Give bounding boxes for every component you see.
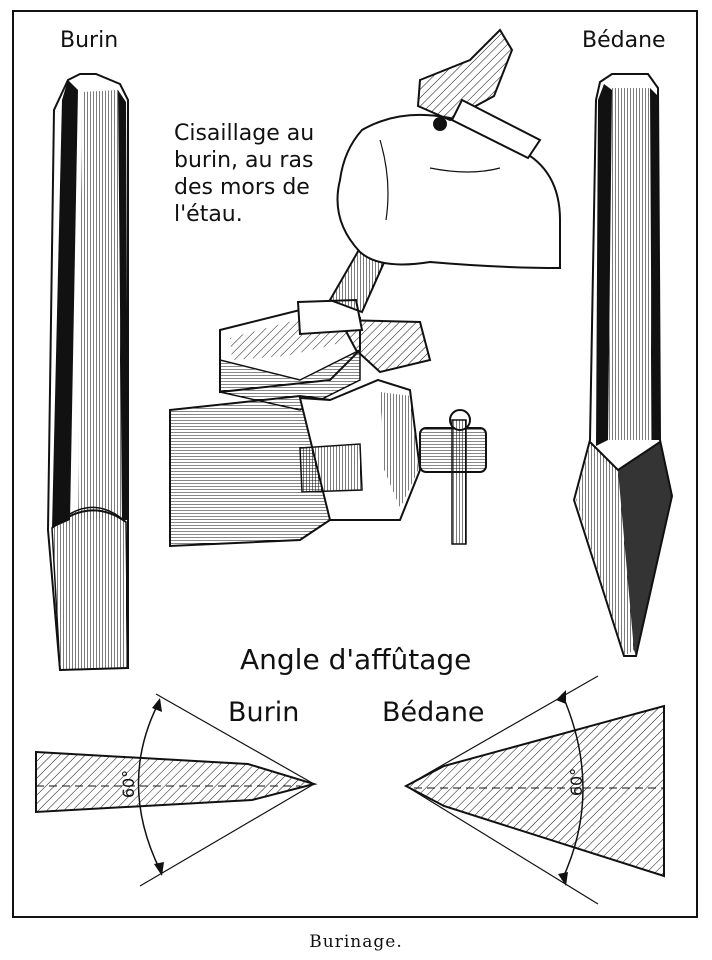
vise-and-hand-drawing	[169, 28, 561, 548]
burin-angle-diagram	[35, 693, 318, 887]
figure-frame	[12, 10, 698, 918]
vise-caption: Cisaillage au burin, au ras des mors de …	[174, 120, 364, 228]
vise-caption-line: l'étau.	[174, 202, 243, 227]
burin-angle-label: Burin	[228, 697, 300, 728]
bedane-angle-diagram	[403, 675, 665, 905]
figure-caption: Burinage.	[309, 932, 403, 952]
bedane-chisel-drawing	[572, 73, 674, 657]
bedane-label: Bédane	[582, 28, 666, 53]
bedane-angle-value: 60°	[567, 768, 586, 796]
bedane-angle-label: Bédane	[382, 697, 485, 728]
vise-caption-line: Cisaillage au	[174, 121, 315, 146]
angle-title: Angle d'affûtage	[240, 643, 472, 676]
burin-angle-value: 60°	[119, 770, 138, 798]
burin-label: Burin	[60, 28, 119, 53]
vise-caption-line: burin, au ras	[174, 148, 314, 173]
burin-chisel-drawing	[46, 73, 129, 672]
vise-caption-line: des mors de	[174, 175, 310, 200]
